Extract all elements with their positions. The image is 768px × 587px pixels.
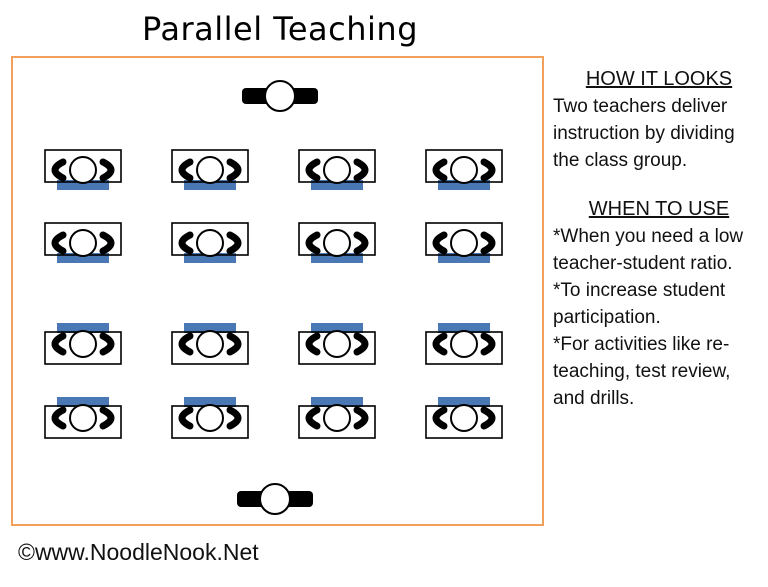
student-desk-icon bbox=[171, 222, 249, 263]
student-desk-icon bbox=[425, 397, 503, 439]
student-desk-icon bbox=[298, 323, 376, 365]
student-desk-icon bbox=[44, 222, 122, 263]
info-panel: HOW IT LOOKS Two teachers deliver instru… bbox=[553, 66, 765, 412]
student-desk-icon bbox=[298, 149, 376, 190]
student-desk-icon bbox=[298, 397, 376, 439]
when-to-use-line: teaching, test review, bbox=[553, 361, 731, 382]
when-to-use-line: *To increase student bbox=[553, 280, 726, 301]
classroom-layout bbox=[11, 56, 544, 526]
student-desk-icon bbox=[425, 323, 503, 365]
classroom-diagram bbox=[44, 80, 503, 515]
student-desk-icon bbox=[298, 222, 376, 263]
when-to-use-line: *For activities like re- bbox=[553, 334, 730, 355]
how-it-looks-line: instruction by dividing bbox=[553, 123, 735, 144]
teacher-icon bbox=[237, 483, 313, 515]
teacher-icon bbox=[242, 80, 318, 112]
student-desk-icon bbox=[171, 149, 249, 190]
when-to-use-heading: WHEN TO USE bbox=[588, 198, 730, 220]
when-to-use-line: *When you need a low bbox=[553, 226, 744, 247]
how-it-looks-line: the class group. bbox=[553, 150, 688, 171]
how-it-looks-heading: HOW IT LOOKS bbox=[585, 68, 733, 90]
student-desk-icon bbox=[425, 222, 503, 263]
when-to-use-line: participation. bbox=[553, 307, 661, 328]
student-desk-icon bbox=[44, 397, 122, 439]
student-desk-icon bbox=[171, 323, 249, 365]
how-it-looks-line: Two teachers deliver bbox=[553, 96, 728, 117]
student-desk-icon bbox=[425, 149, 503, 190]
when-to-use-line: teacher-student ratio. bbox=[553, 253, 733, 274]
credit-text: ©www.NoodleNook.Net bbox=[18, 539, 259, 565]
student-desk-icon bbox=[171, 397, 249, 439]
when-to-use-line: and drills. bbox=[553, 388, 635, 409]
student-desk-icon bbox=[44, 149, 122, 190]
page-title: Parallel Teaching bbox=[141, 10, 419, 48]
student-desk-icon bbox=[44, 323, 122, 365]
